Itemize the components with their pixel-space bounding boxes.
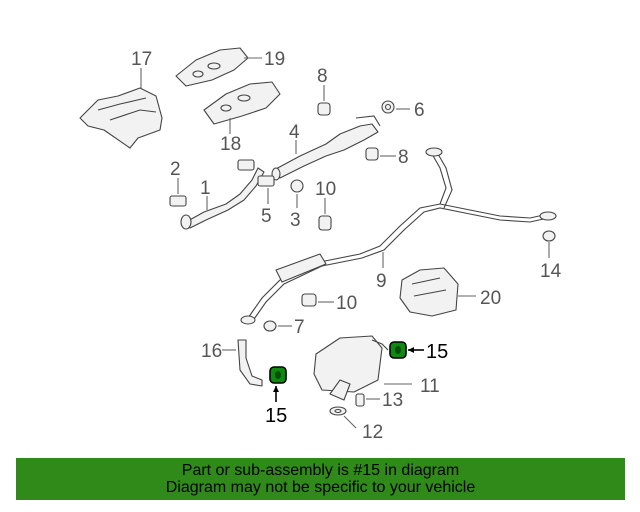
callout-19: 19: [264, 49, 285, 70]
callout-8-top: 8: [317, 66, 328, 87]
part-6-gasket: 6: [381, 100, 425, 121]
part-17-heat-shield: 17: [79, 49, 163, 149]
part-11-muffler: 11: [313, 335, 440, 401]
part-5-gasket: 5: [257, 175, 275, 227]
part-19-heat-shield: 19: [175, 47, 285, 87]
callout-10-bottom: 10: [336, 293, 357, 314]
callout-16: 16: [201, 341, 222, 362]
part-8-hanger-top: 8: [317, 66, 331, 116]
callout-3: 3: [290, 210, 301, 231]
callout-14: 14: [540, 261, 562, 282]
banner-line-1: Part or sub-assembly is #15 in diagram: [181, 462, 460, 479]
callout-18: 18: [220, 134, 241, 155]
part-8-hanger-mid: 8: [365, 147, 409, 168]
callout-6: 6: [414, 100, 425, 121]
part-16-bracket: 16: [201, 339, 263, 387]
info-banner: Part or sub-assembly is #15 in diagram D…: [16, 458, 625, 500]
callout-2: 2: [170, 159, 181, 180]
banner-line-2: Diagram may not be specific to your vehi…: [165, 479, 476, 496]
part-14-hanger: 14: [540, 230, 562, 282]
callout-10-top: 10: [315, 179, 336, 200]
part-10-hanger-top: 10: [315, 179, 336, 231]
part-15-insulator-left: 15: [265, 366, 287, 427]
callout-4: 4: [289, 122, 300, 143]
exhaust-system-diagram: 17 19 18 8 6 4 8: [79, 47, 562, 443]
callout-20: 20: [480, 288, 501, 309]
callout-5: 5: [261, 206, 272, 227]
part-9-center-pipe: 9: [240, 147, 557, 325]
callout-12: 12: [362, 422, 383, 443]
callout-7: 7: [294, 317, 305, 338]
part-13-bolt: 13: [355, 390, 403, 411]
callout-11: 11: [420, 376, 440, 397]
callout-15-left: 15: [265, 405, 287, 427]
part-3-hanger: 3: [290, 179, 304, 231]
part-2-gasket: 2: [169, 159, 187, 207]
part-18-heat-shield: 18: [203, 81, 281, 155]
part-15-insulator-right: 15: [389, 341, 448, 363]
callout-1: 1: [200, 178, 211, 199]
callout-8-mid: 8: [398, 147, 409, 168]
part-1-front-pipe: 1: [180, 159, 265, 230]
part-12-gasket: 12: [329, 406, 383, 443]
callout-17: 17: [131, 49, 152, 70]
callout-15-right: 15: [426, 341, 448, 363]
callout-9: 9: [376, 271, 387, 292]
part-7-hanger: 7: [263, 317, 305, 338]
part-10-hanger-bottom: 10: [301, 293, 357, 314]
callout-13: 13: [382, 390, 403, 411]
part-4-front-pipe: 4: [271, 115, 381, 181]
part-20-heat-shield: 20: [399, 267, 501, 317]
